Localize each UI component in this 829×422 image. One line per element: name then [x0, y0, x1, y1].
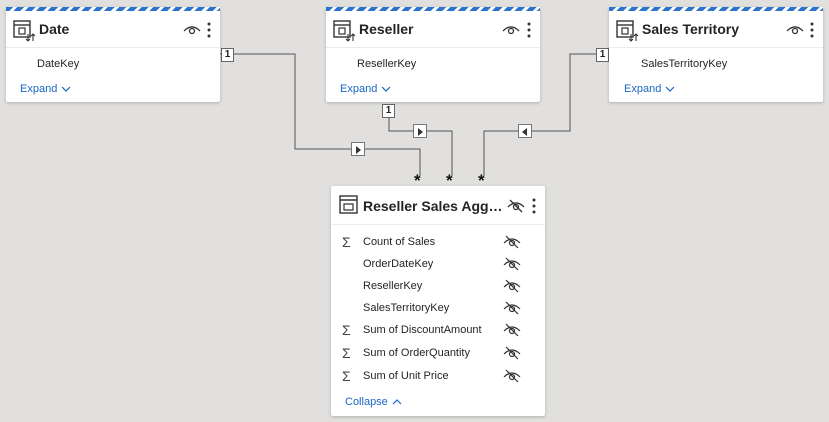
field-datekey[interactable]: DateKey [37, 58, 80, 70]
table-icon [616, 20, 639, 42]
eye-icon[interactable] [183, 23, 201, 37]
table-card-reseller-sales-aggregation[interactable]: Reseller Sales Aggreg... Σ Count of Sale… [331, 186, 545, 416]
field-name: Sum of Unit Price [363, 370, 449, 382]
filter-direction-arrow-reseller[interactable] [413, 124, 427, 138]
eye-hidden-icon[interactable] [507, 199, 525, 213]
field-name: ResellerKey [363, 280, 423, 292]
field-row[interactable]: Σ Sum of Unit Price [331, 368, 546, 386]
table-title: Sales Territory [642, 21, 740, 37]
cardinality-many-date: * [414, 171, 421, 190]
table-card-sales-territory[interactable]: Sales Territory SalesTerritoryKey Expand [609, 7, 823, 102]
field-row[interactable]: Σ Sum of OrderQuantity [331, 345, 546, 363]
eye-hidden-icon[interactable] [503, 235, 521, 249]
eye-hidden-icon[interactable] [503, 301, 521, 315]
expand-link[interactable]: Expand [340, 83, 391, 95]
table-card-header-stripe [6, 7, 220, 11]
cardinality-one-date: 1 [221, 48, 234, 62]
field-resellerkey[interactable]: ResellerKey [357, 58, 417, 70]
table-card-header[interactable]: Reseller [326, 11, 540, 48]
field-name: Sum of OrderQuantity [363, 347, 470, 359]
field-salesterritorykey[interactable]: SalesTerritoryKey [641, 58, 728, 70]
table-card-header[interactable]: Sales Territory [609, 11, 823, 48]
cardinality-many-sales-territory: * [478, 171, 485, 190]
field-row[interactable]: Σ Sum of DiscountAmount [331, 322, 546, 340]
collapse-label: Collapse [345, 396, 388, 408]
table-card-header[interactable]: Date [6, 11, 220, 48]
eye-hidden-icon[interactable] [503, 323, 521, 337]
chevron-down-icon [61, 86, 71, 92]
field-name: Count of Sales [363, 236, 436, 248]
field-name: OrderDateKey [363, 258, 434, 270]
field-row[interactable]: SalesTerritoryKey [331, 300, 546, 318]
relationship-line-sales-territory [483, 53, 608, 176]
collapse-link[interactable]: Collapse [345, 396, 402, 408]
chevron-down-icon [381, 86, 391, 92]
filter-direction-arrow-sales-territory[interactable] [518, 124, 532, 138]
table-card-reseller[interactable]: Reseller ResellerKey Expand [326, 7, 540, 102]
table-icon [13, 20, 36, 42]
cardinality-one-sales-territory: 1 [596, 48, 609, 62]
aggregation-table-icon [339, 195, 358, 214]
eye-hidden-icon[interactable] [503, 369, 521, 383]
eye-hidden-icon[interactable] [503, 279, 521, 293]
expand-label: Expand [20, 83, 58, 95]
filter-direction-arrow-date[interactable] [351, 142, 365, 156]
table-icon [333, 20, 356, 42]
field-name: SalesTerritoryKey [363, 302, 450, 314]
field-row[interactable]: OrderDateKey [331, 256, 546, 274]
eye-hidden-icon[interactable] [503, 346, 521, 360]
expand-label: Expand [340, 83, 378, 95]
relationship-line-date [220, 53, 421, 176]
field-row[interactable]: ResellerKey [331, 278, 546, 296]
table-card-header-stripe [326, 7, 540, 11]
chevron-down-icon [665, 86, 675, 92]
cardinality-one-reseller: 1 [382, 104, 395, 118]
table-card-date[interactable]: Date DateKey Expand [6, 7, 220, 102]
more-options-icon[interactable] [206, 21, 212, 39]
chevron-up-icon [392, 399, 402, 405]
table-card-header-stripe [609, 7, 823, 11]
expand-link[interactable]: Expand [624, 83, 675, 95]
eye-hidden-icon[interactable] [503, 257, 521, 271]
eye-icon[interactable] [786, 23, 804, 37]
measure-sigma-icon: Σ [342, 368, 351, 384]
field-name: Sum of DiscountAmount [363, 324, 482, 336]
more-options-icon[interactable] [526, 21, 532, 39]
eye-icon[interactable] [502, 23, 520, 37]
cardinality-many-reseller: * [446, 171, 453, 190]
more-options-icon[interactable] [531, 197, 537, 215]
table-title: Reseller Sales Aggreg... [363, 198, 503, 214]
table-card-header[interactable]: Reseller Sales Aggreg... [331, 186, 545, 225]
more-options-icon[interactable] [809, 21, 815, 39]
expand-link[interactable]: Expand [20, 83, 71, 95]
measure-sigma-icon: Σ [342, 234, 351, 250]
table-title: Date [39, 21, 70, 37]
field-row[interactable]: Σ Count of Sales [331, 234, 546, 252]
expand-label: Expand [624, 83, 662, 95]
measure-sigma-icon: Σ [342, 345, 351, 361]
measure-sigma-icon: Σ [342, 322, 351, 338]
table-title: Reseller [359, 21, 414, 37]
